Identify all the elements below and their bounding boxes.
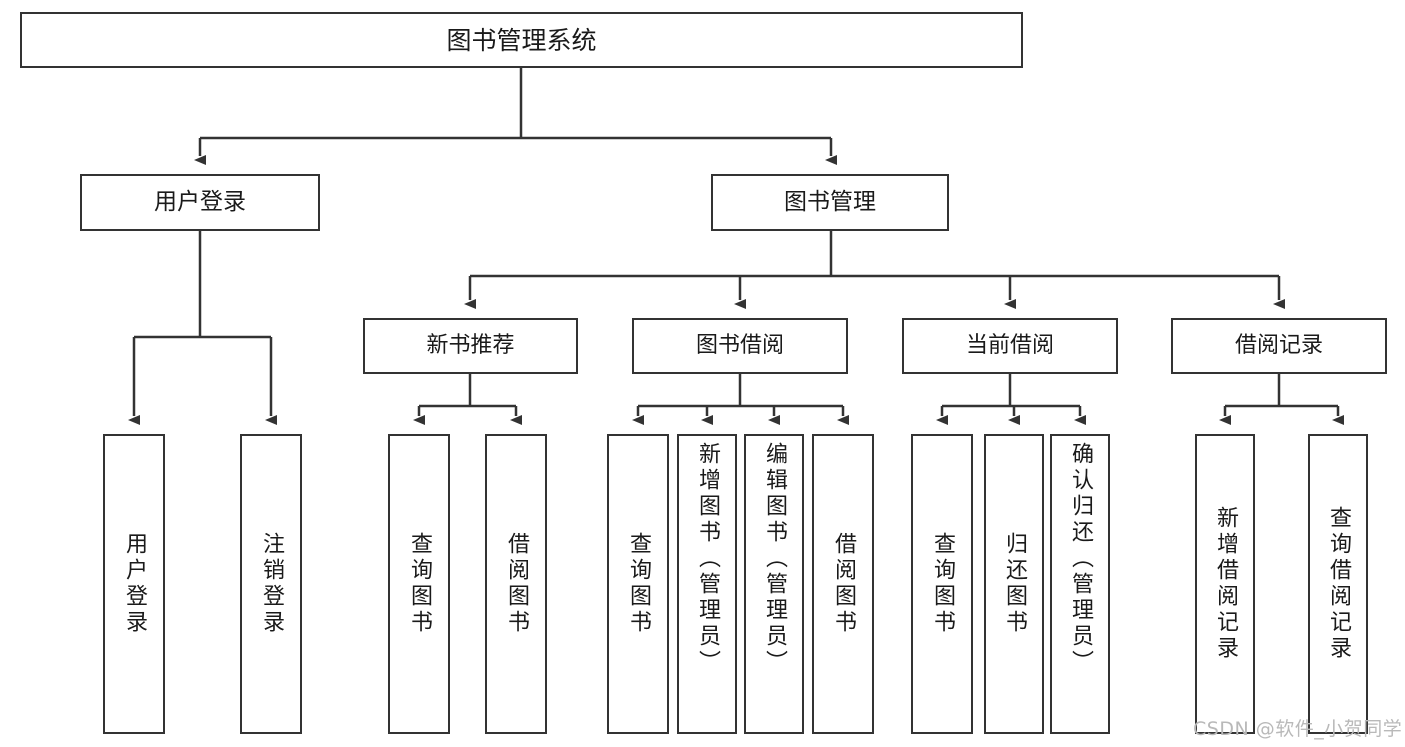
node-current-borrow-label: 当前借阅 — [965, 333, 1054, 358]
node-leaf-edit-book-label: 编辑图书（管理员） — [762, 442, 787, 676]
node-leaf-query-record-label: 查询借阅记录 — [1326, 506, 1351, 662]
node-leaf-return-book[interactable]: 归还图书 — [984, 434, 1044, 734]
node-leaf-user-login-label: 用户登录 — [122, 532, 147, 636]
node-current-borrow[interactable]: 当前借阅 — [902, 318, 1118, 374]
node-leaf-query-book-1[interactable]: 查询图书 — [388, 434, 450, 734]
watermark-text: CSDN @软件_小贺同学 — [1193, 718, 1403, 740]
node-leaf-query-book-1-label: 查询图书 — [407, 532, 432, 636]
node-leaf-add-book[interactable]: 新增图书（管理员） — [677, 434, 737, 734]
node-leaf-borrow-book-2-label: 借阅图书 — [831, 532, 856, 636]
node-root-label: 图书管理系统 — [446, 25, 597, 55]
node-book-manage-label: 图书管理 — [784, 189, 876, 215]
node-user-login[interactable]: 用户登录 — [80, 174, 320, 231]
node-user-login-label: 用户登录 — [154, 189, 246, 215]
node-leaf-borrow-book-1[interactable]: 借阅图书 — [485, 434, 547, 734]
node-book-borrow-label: 图书借阅 — [695, 333, 784, 358]
node-root[interactable]: 图书管理系统 — [20, 12, 1023, 68]
node-leaf-logout-label: 注销登录 — [259, 532, 284, 636]
node-leaf-query-record[interactable]: 查询借阅记录 — [1308, 434, 1368, 734]
node-borrow-record[interactable]: 借阅记录 — [1171, 318, 1387, 374]
node-leaf-return-book-label: 归还图书 — [1002, 532, 1027, 636]
node-leaf-logout[interactable]: 注销登录 — [240, 434, 302, 734]
watermark: CSDN @软件_小贺同学 — [1193, 714, 1402, 741]
node-leaf-user-login[interactable]: 用户登录 — [103, 434, 165, 734]
node-leaf-add-book-label: 新增图书（管理员） — [695, 442, 720, 676]
node-leaf-confirm-return[interactable]: 确认归还（管理员） — [1050, 434, 1110, 734]
node-borrow-record-label: 借阅记录 — [1234, 333, 1323, 358]
node-leaf-edit-book[interactable]: 编辑图书（管理员） — [744, 434, 804, 734]
node-book-borrow[interactable]: 图书借阅 — [632, 318, 848, 374]
node-new-book-rec-label: 新书推荐 — [426, 333, 515, 358]
node-leaf-confirm-return-label: 确认归还（管理员） — [1068, 442, 1093, 676]
node-book-manage[interactable]: 图书管理 — [711, 174, 949, 231]
node-leaf-query-book-2-label: 查询图书 — [626, 532, 651, 636]
node-leaf-borrow-book-1-label: 借阅图书 — [504, 532, 529, 636]
node-leaf-borrow-book-2[interactable]: 借阅图书 — [812, 434, 874, 734]
node-leaf-query-book-3-label: 查询图书 — [930, 532, 955, 636]
node-new-book-rec[interactable]: 新书推荐 — [363, 318, 578, 374]
node-leaf-query-book-2[interactable]: 查询图书 — [607, 434, 669, 734]
node-leaf-add-record[interactable]: 新增借阅记录 — [1195, 434, 1255, 734]
node-leaf-query-book-3[interactable]: 查询图书 — [911, 434, 973, 734]
node-leaf-add-record-label: 新增借阅记录 — [1213, 506, 1238, 662]
